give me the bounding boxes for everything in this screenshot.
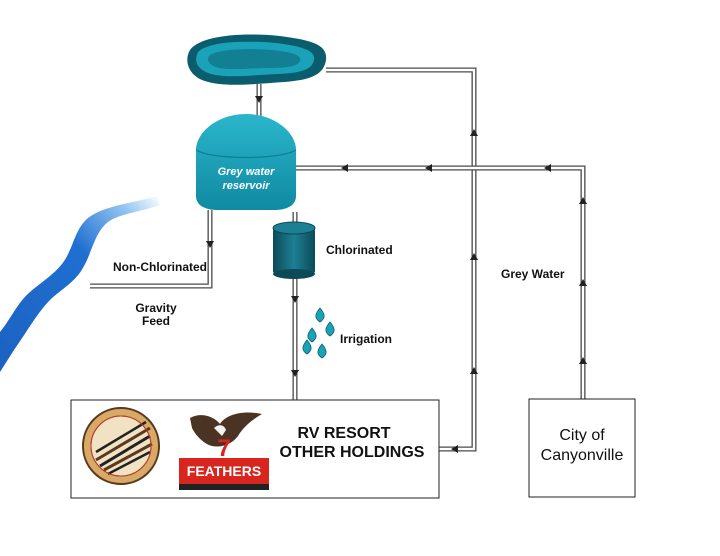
- flow-arrow-left-icon: [451, 445, 458, 453]
- flow-arrow-down-icon: [291, 370, 299, 377]
- non-chlorinated-label: Non-Chlorinated: [113, 260, 207, 274]
- flow-arrow-left-icon: [425, 164, 432, 172]
- river-shape: [0, 196, 160, 372]
- pipe-city-to-reservoir-core: [296, 166, 585, 399]
- feathers-logo-word: FEATHERS: [187, 463, 261, 479]
- chlorinated-tank-icon: [272, 221, 316, 279]
- flow-arrow-up-icon: [579, 357, 587, 364]
- seven-feathers-eagle-logo: 7 FEATHERS: [179, 412, 269, 490]
- pipe-resort-to-pond: [326, 67, 477, 452]
- grey-water-label: Grey Water: [501, 267, 565, 281]
- flow-arrow-up-icon: [470, 129, 478, 136]
- water-drop-icon: [315, 307, 325, 323]
- irrigation-drops-icon: [302, 307, 335, 359]
- gravity-feed-label-line1: Gravity: [135, 301, 177, 315]
- water-drop-icon: [307, 327, 317, 343]
- chlorinated-label: Chlorinated: [326, 243, 393, 257]
- pond-icon: [187, 34, 327, 85]
- city-label-line1: City of: [559, 427, 605, 444]
- seven-feathers-logo: [82, 407, 160, 485]
- reservoir-label-line2: reservoir: [222, 180, 270, 192]
- flow-arrow-up-icon: [579, 279, 587, 286]
- flow-arrow-down-icon: [291, 296, 299, 303]
- reservoir-icon: [195, 114, 297, 210]
- irrigation-label: Irrigation: [340, 332, 392, 346]
- water-drop-icon: [325, 321, 335, 337]
- flow-arrow-left-icon: [341, 164, 348, 172]
- water-drop-icon: [302, 339, 312, 355]
- flow-arrow-left-icon: [544, 164, 551, 172]
- reservoir-label-line1: Grey water: [218, 166, 276, 178]
- water-drop-icon: [317, 343, 327, 359]
- rv-resort-label: RV RESORT: [297, 425, 390, 442]
- flow-arrow-up-icon: [579, 197, 587, 204]
- city-box: [528, 398, 636, 498]
- flow-arrow-up-icon: [470, 253, 478, 260]
- pipe-reservoir-to-gravity-feed-core: [90, 210, 212, 288]
- flow-arrow-down-icon: [206, 241, 214, 248]
- other-holdings-label: OTHER HOLDINGS: [280, 444, 425, 461]
- city-label-line2: Canyonville: [541, 447, 624, 464]
- flow-arrow-up-icon: [470, 367, 478, 374]
- pipe-resort-to-pond-core: [326, 68, 476, 451]
- gravity-feed-label-line2: Feed: [142, 314, 170, 328]
- flow-arrow-down-icon: [255, 96, 263, 103]
- pipe-city-to-reservoir: [296, 165, 586, 399]
- feathers-logo-number: 7: [217, 435, 230, 462]
